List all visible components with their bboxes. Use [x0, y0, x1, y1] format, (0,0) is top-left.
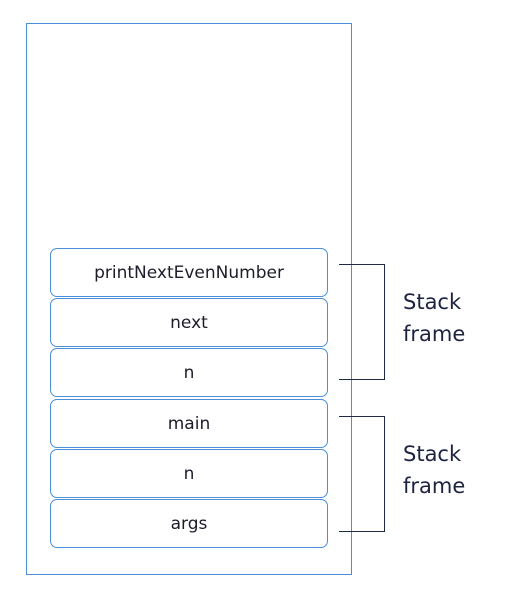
stack-cell-main: main — [50, 399, 328, 448]
stack-frame-label-line1: Stack — [403, 442, 462, 466]
stack-cell-label: n — [183, 463, 195, 484]
stack-frame-label: Stack frame — [403, 438, 503, 502]
stack-cell-printnextevennumber: printNextEvenNumber — [50, 248, 328, 297]
stack-cell-label: printNextEvenNumber — [94, 262, 284, 283]
stack-cell-next: next — [50, 298, 328, 347]
stack-cell-label: n — [183, 362, 195, 383]
stack-frame-label-line2: frame — [403, 322, 466, 346]
stack-frame-bracket — [339, 264, 385, 380]
stack-cell-label: args — [170, 513, 208, 534]
stack-frame-label-line1: Stack — [403, 290, 462, 314]
stack-cell-n: n — [50, 348, 328, 397]
stack-cell-args: args — [50, 499, 328, 548]
stack-frame-bracket — [339, 416, 385, 532]
stack-cell-label: next — [170, 312, 208, 333]
stack-cell-n: n — [50, 449, 328, 498]
stack-frame-label-line2: frame — [403, 474, 466, 498]
call-stack-container — [26, 23, 352, 575]
stack-frame-label: Stack frame — [403, 286, 503, 350]
stack-cell-label: main — [167, 413, 211, 434]
